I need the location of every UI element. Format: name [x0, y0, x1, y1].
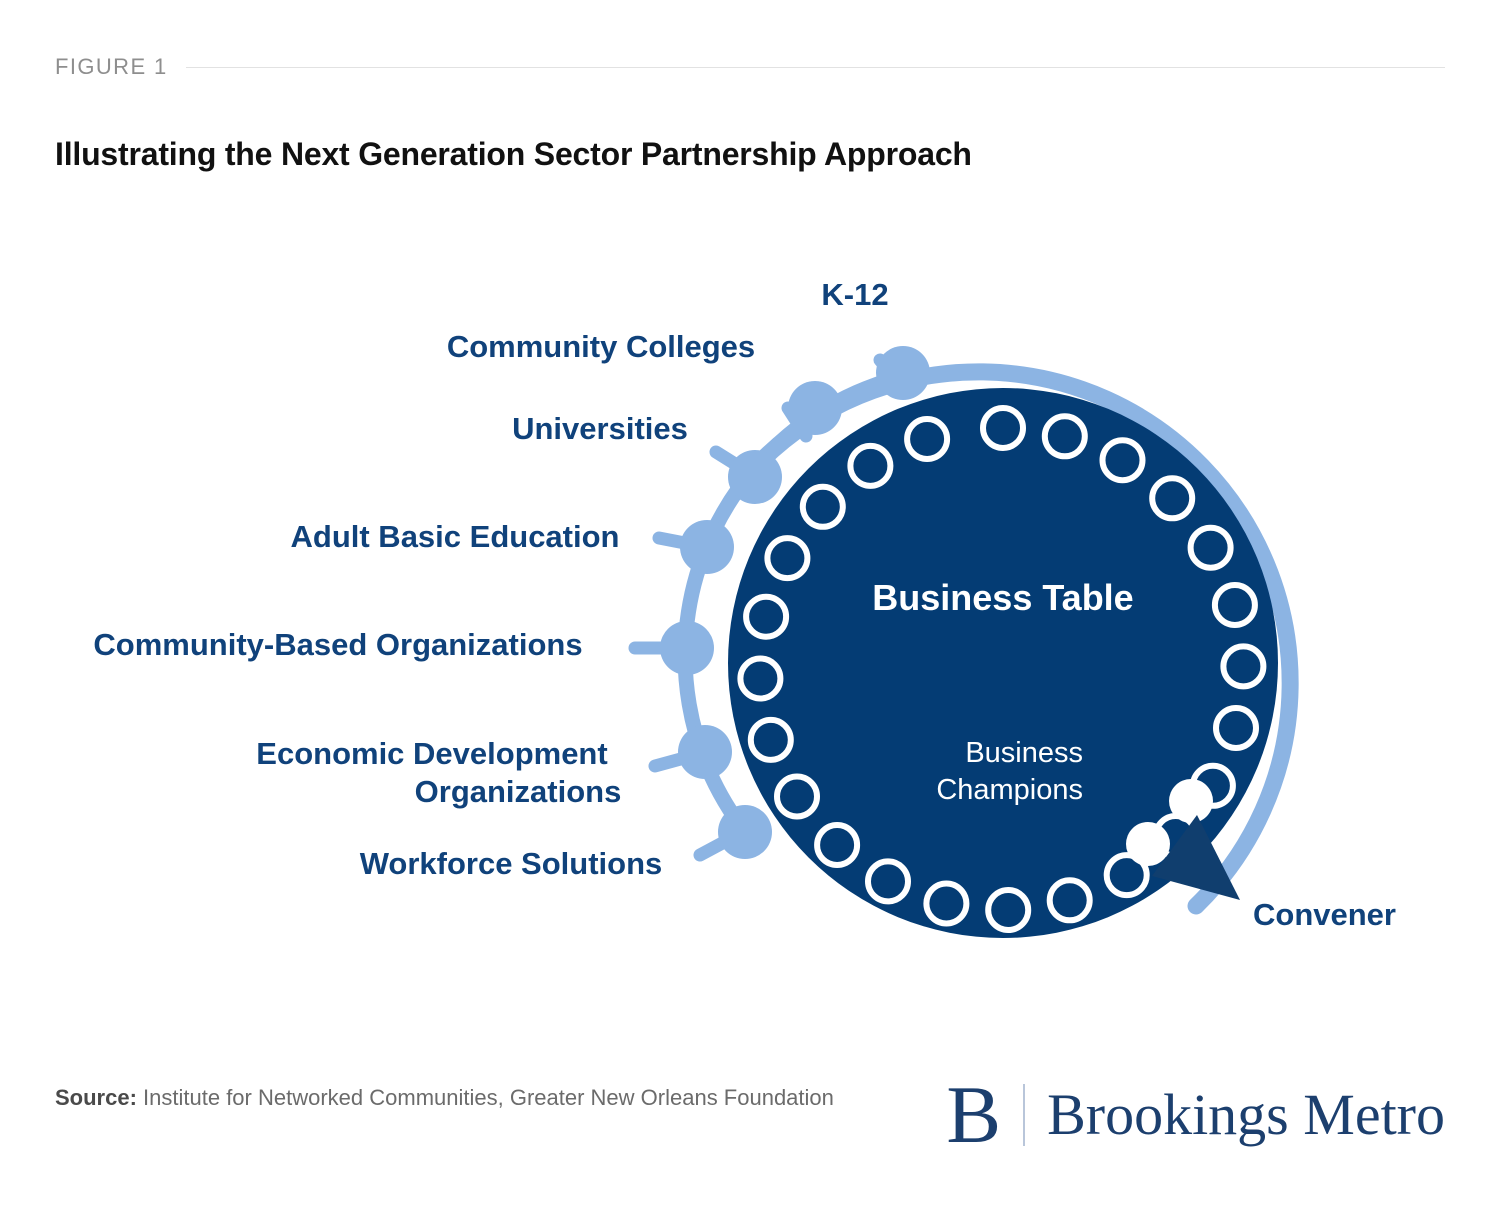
seat-circle [1046, 877, 1093, 924]
partner-label: Community Colleges [447, 329, 755, 364]
seat-circle [774, 773, 820, 820]
node-dot [678, 725, 732, 779]
partner-label: Community-Based Organizations [93, 627, 582, 662]
partner-node-community-based-organizations[interactable]: Community-Based Organizations [93, 621, 714, 675]
convener-label: Convener [1253, 897, 1396, 932]
seat-ring [737, 405, 1267, 933]
seat-circle [1103, 852, 1150, 899]
seat-circle [799, 483, 846, 530]
seat-circle [1213, 705, 1259, 751]
convener-arrow-icon [1152, 815, 1240, 900]
champion-seat-filled [1169, 779, 1213, 823]
seat-circle [1187, 524, 1234, 571]
seat-circle [985, 887, 1032, 933]
business-champion-seats [1126, 779, 1213, 866]
node-dot [680, 520, 734, 574]
node-dot [660, 621, 714, 675]
seat-circle [1041, 413, 1088, 460]
logo-divider [1023, 1083, 1026, 1146]
brookings-metro-logo: B Brookings Metro [946, 1069, 1445, 1160]
seat-circle [923, 880, 970, 927]
seat-circle [1211, 582, 1258, 628]
source-note: Source: Institute for Networked Communit… [55, 1082, 835, 1114]
partner-node-community-colleges[interactable]: Community Colleges [447, 329, 842, 443]
source-text: Institute for Networked Communities, Gre… [136, 1085, 834, 1110]
seat-circle [747, 716, 794, 763]
source-prefix: Source: [55, 1085, 137, 1110]
brand-name: Brookings Metro [1047, 1081, 1445, 1147]
partner-label: Workforce Solutions [360, 846, 663, 881]
brookings-b-mark-icon: B [946, 1069, 1002, 1160]
partner-node-workforce-solutions[interactable]: Workforce Solutions [360, 805, 772, 881]
seat-circle [904, 416, 951, 462]
partner-label: Universities [512, 411, 688, 446]
seat-circle [1149, 475, 1196, 522]
seat-circle [865, 858, 911, 905]
champion-seat-filled [1126, 822, 1170, 866]
seat-circle [980, 405, 1026, 451]
seat-circle [743, 593, 790, 640]
seat-circle [764, 535, 811, 582]
figure-header: FIGURE 1 [55, 50, 1445, 84]
partner-label: Economic Development [256, 736, 607, 771]
seat-circle [847, 442, 894, 489]
partner-node-economic-development-organizations[interactable]: Economic Development Organizations [256, 725, 732, 809]
page-title: Illustrating the Next Generation Sector … [55, 136, 972, 172]
partner-label-line2: Organizations [415, 774, 622, 809]
partner-node-k-12[interactable]: K-12 [821, 277, 930, 400]
business-table-title: Business Table [872, 577, 1133, 618]
partner-node-universities[interactable]: Universities [512, 411, 782, 504]
business-champions-label-line2: Champions [936, 774, 1083, 806]
node-dot [718, 805, 772, 859]
seat-circle [814, 822, 861, 868]
partner-label: Adult Basic Education [291, 519, 620, 554]
node-dot [876, 346, 930, 400]
node-dot [788, 381, 842, 435]
partner-label: K-12 [821, 277, 888, 312]
partner-node-adult-basic-education[interactable]: Adult Basic Education [291, 519, 734, 574]
business-champions-label-line1: Business [965, 737, 1083, 769]
header-divider-rule [185, 66, 1445, 68]
sector-partnership-diagram: Business Table Business Champions Conven… [0, 200, 1500, 1030]
seat-circle [737, 655, 784, 702]
business-table-disc [728, 388, 1278, 938]
seat-circle [1099, 437, 1146, 484]
seat-circle [1220, 643, 1267, 690]
node-dot [728, 450, 782, 504]
diagram-canvas: Business Table Business Champions Conven… [93, 277, 1396, 938]
figure-number-label: FIGURE 1 [55, 54, 168, 79]
